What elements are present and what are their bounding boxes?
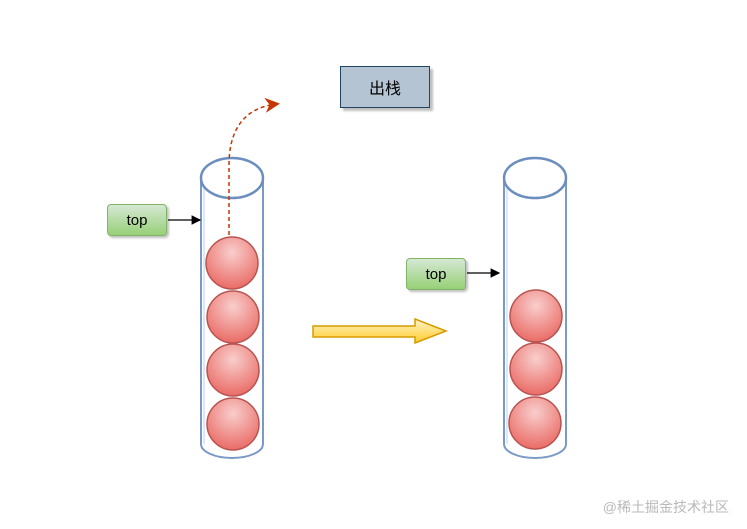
ball xyxy=(206,290,260,344)
pop-curve-arrow xyxy=(228,97,280,235)
ball xyxy=(205,236,259,290)
right-top-text: top xyxy=(425,265,447,283)
ball xyxy=(509,342,563,396)
title-text: 出栈 xyxy=(368,81,401,98)
ball xyxy=(206,343,260,397)
right-stack-balls xyxy=(508,289,563,450)
watermark: @稀土掘金技术社区 xyxy=(602,499,729,515)
ball xyxy=(206,397,260,451)
left-top-label: top xyxy=(107,204,167,236)
left-top-text: top xyxy=(126,211,148,229)
ball xyxy=(509,289,563,343)
left-stack-balls xyxy=(205,236,260,451)
ball xyxy=(508,396,562,450)
transition-arrow xyxy=(312,317,449,345)
title-box: 出栈 xyxy=(340,66,430,108)
right-top-label: top xyxy=(406,258,466,290)
